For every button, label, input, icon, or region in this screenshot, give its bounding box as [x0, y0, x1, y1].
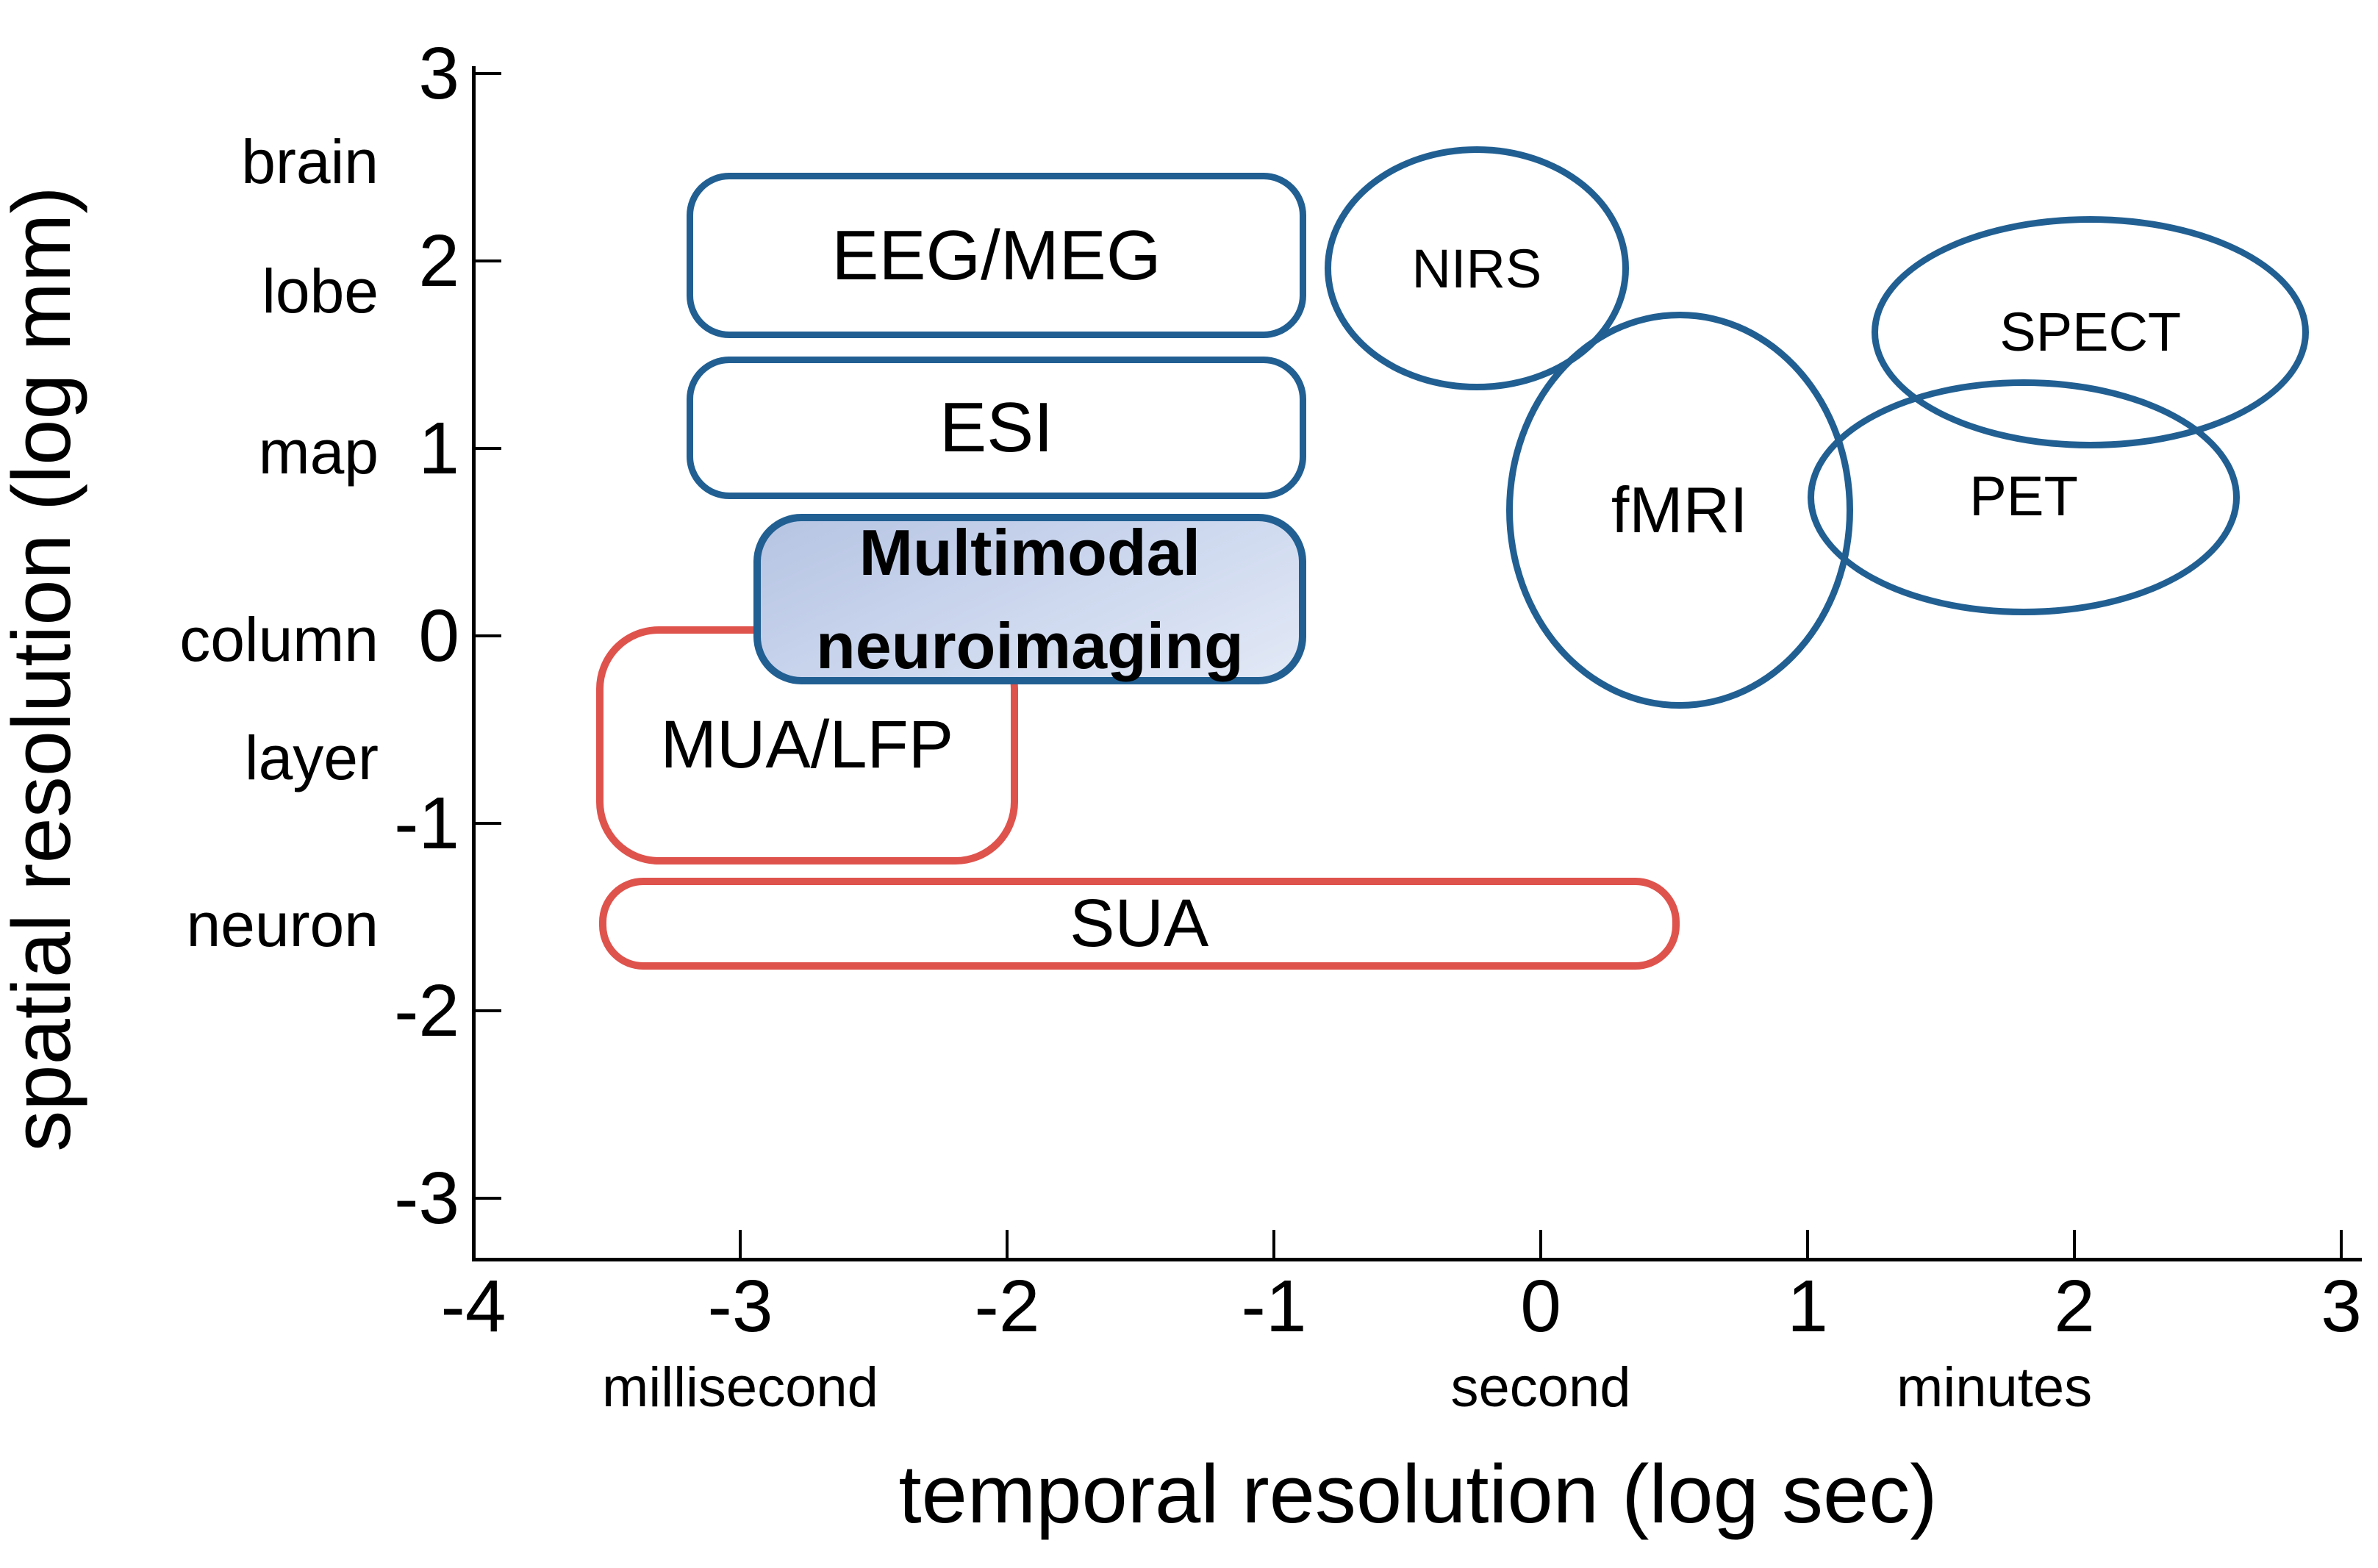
y-tick-label: 3: [418, 32, 459, 115]
y-tick: [473, 72, 501, 75]
y-tick: [473, 447, 501, 450]
region-nirs: NIRS: [1324, 146, 1629, 390]
y-tick-label: 1: [418, 407, 459, 490]
region-multimodal: Multimodal neuroimaging: [753, 514, 1306, 685]
y-category-label: neuron: [186, 889, 379, 959]
region-label-sua: SUA: [1070, 885, 1209, 961]
region-label-multimodal: Multimodal neuroimaging: [815, 515, 1244, 683]
y-tick: [473, 259, 501, 262]
x-unit-label: second: [1450, 1356, 1631, 1419]
x-tick-label: 1: [1787, 1265, 1828, 1347]
region-pet: PET: [1808, 379, 2241, 615]
x-tick-label: 2: [2054, 1265, 2095, 1347]
y-tick: [473, 1197, 501, 1200]
y-tick: [473, 822, 501, 825]
x-tick: [2340, 1230, 2343, 1258]
y-tick-label: -1: [394, 782, 459, 864]
x-tick: [2073, 1230, 2076, 1258]
y-tick: [473, 1009, 501, 1012]
region-label-pet: PET: [1969, 465, 2078, 529]
x-tick-label: -4: [440, 1265, 506, 1347]
y-axis-title: spatial resolution (log mm): [0, 186, 87, 1152]
x-tick: [1806, 1230, 1809, 1258]
x-tick-label: 3: [2321, 1265, 2362, 1347]
x-unit-label: millisecond: [602, 1356, 878, 1419]
y-tick-label: -2: [394, 970, 459, 1052]
y-tick-label: 0: [418, 595, 459, 677]
x-axis-line: [472, 1258, 2362, 1261]
y-category-label: map: [258, 418, 379, 487]
region-label-spect: SPECT: [1999, 301, 2182, 363]
x-tick-label: -3: [707, 1265, 773, 1347]
x-tick-label: -2: [974, 1265, 1040, 1347]
y-tick: [473, 634, 501, 637]
region-sua: SUA: [598, 877, 1680, 970]
region-esi: ESI: [687, 357, 1306, 499]
region-label-esi: ESI: [939, 388, 1053, 468]
y-category-label: layer: [244, 723, 379, 792]
x-tick-label: 0: [1520, 1265, 1561, 1347]
x-tick: [1006, 1230, 1009, 1258]
x-tick: [1539, 1230, 1542, 1258]
x-tick: [472, 1230, 475, 1258]
region-label-eeg-meg: EEG/MEG: [831, 215, 1161, 295]
y-tick-label: -3: [394, 1157, 459, 1239]
region-label-fmri: fMRI: [1611, 473, 1748, 547]
region-eeg-meg: EEG/MEG: [687, 173, 1306, 338]
region-label-mua-lfp: MUA/LFP: [660, 707, 954, 783]
x-tick: [1272, 1230, 1275, 1258]
y-category-label: lobe: [262, 256, 379, 326]
y-category-label: column: [179, 605, 379, 675]
y-tick-label: 2: [418, 220, 459, 302]
y-axis-line: [472, 66, 476, 1261]
y-category-label: brain: [241, 126, 379, 196]
x-tick: [739, 1230, 742, 1258]
x-axis-title: temporal resolution (log sec): [898, 1448, 1938, 1540]
region-fmri: fMRI: [1505, 311, 1853, 709]
x-tick-label: -1: [1241, 1265, 1307, 1347]
x-unit-label: minutes: [1897, 1356, 2093, 1419]
region-label-nirs: NIRS: [1411, 237, 1542, 299]
